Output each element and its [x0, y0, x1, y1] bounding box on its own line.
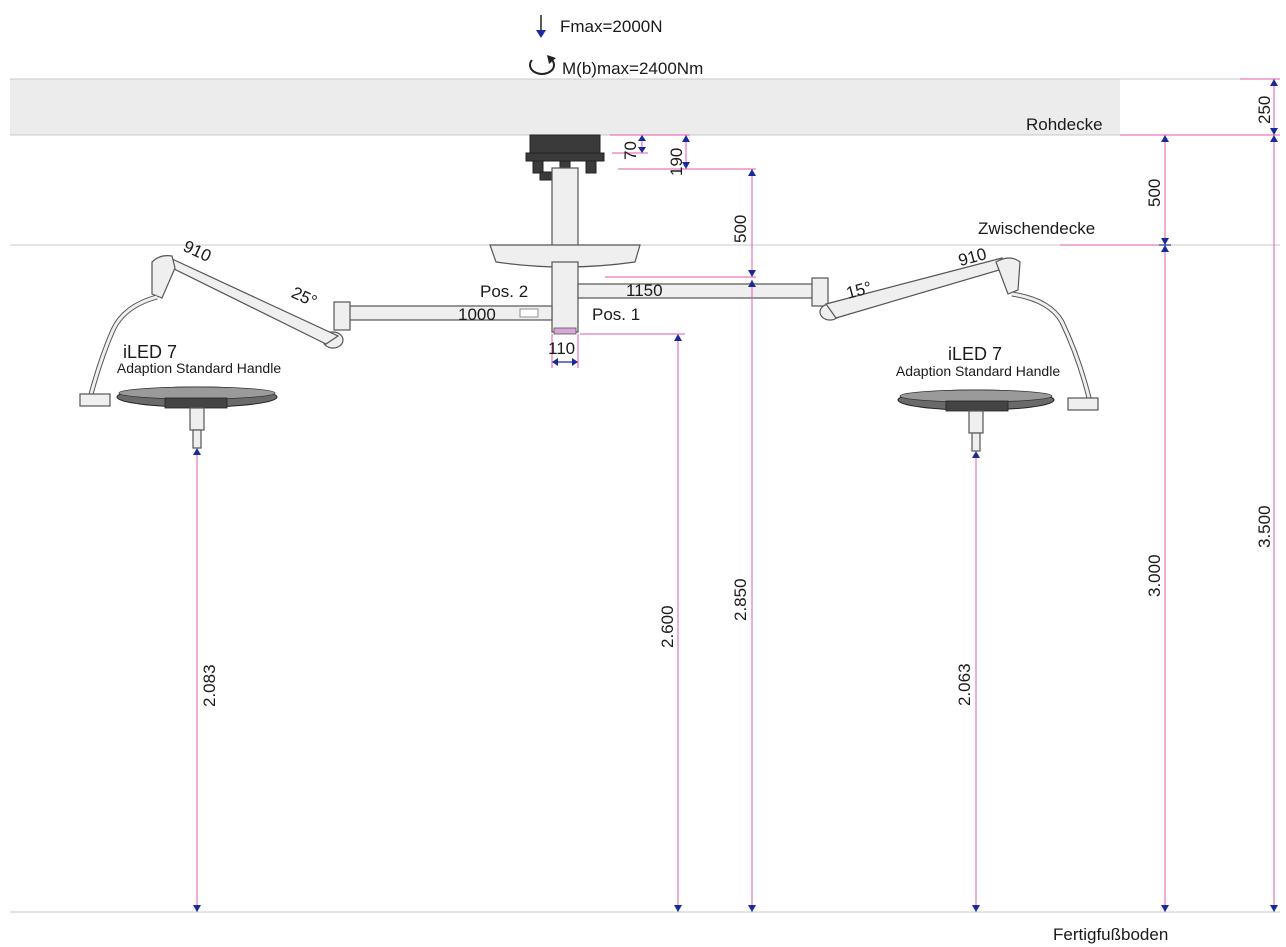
right-light-name: iLED 7 — [948, 344, 1002, 364]
left-light-adaption: Adaption Standard Handle — [117, 360, 281, 376]
plate-height-value: 70 — [621, 141, 640, 160]
central-hub — [551, 261, 579, 333]
right-light-adaption: Adaption Standard Handle — [896, 363, 1060, 379]
false-ceiling-label: Zwischendecke — [978, 219, 1095, 238]
rotation-arrow-head-icon — [547, 55, 556, 64]
right-light-height-value: 2.063 — [955, 663, 974, 706]
arm-height-value: 2.850 — [731, 578, 750, 621]
ceiling-height-value: 3.500 — [1255, 505, 1274, 548]
left-arm-angle: 25° — [289, 283, 320, 311]
left-joint-block — [333, 301, 351, 331]
extension-left-length: 1000 — [458, 305, 496, 324]
ceiling-label: Rohdecke — [1026, 115, 1103, 134]
moment-annotation: M(b)max=2400Nm — [529, 55, 703, 78]
moment-text: M(b)max=2400Nm — [562, 59, 703, 78]
force-annotation: Fmax=2000N — [536, 15, 663, 38]
false-ceiling-gap-value: 500 — [1145, 179, 1164, 207]
dim-slab — [1270, 79, 1278, 135]
dim-tube-diameter — [551, 334, 579, 368]
dim-right-light-height — [972, 451, 980, 912]
dim-ceiling-height — [1270, 135, 1278, 912]
dim-plate — [638, 135, 646, 153]
slab-thickness-value: 250 — [1255, 96, 1274, 124]
floor-label: Fertigfußboden — [1053, 925, 1168, 944]
ceiling-slab — [10, 79, 1120, 135]
fmax-text: Fmax=2000N — [560, 17, 663, 36]
right-spring-arm-head — [995, 257, 1021, 295]
extension-arm-right — [577, 283, 815, 299]
left-arm-length: 910 — [180, 237, 214, 266]
pos1-label: Pos. 1 — [592, 305, 640, 324]
control-badge — [519, 308, 539, 318]
left-yoke-inner — [88, 295, 158, 399]
dim-arm-height — [748, 280, 756, 912]
false-ceiling-height-value: 3.000 — [1145, 554, 1164, 597]
dim-flange — [682, 135, 690, 169]
extension-right-length: 1150 — [626, 281, 663, 300]
tube-diameter-value: 110 — [548, 339, 575, 358]
hub-collar — [553, 327, 577, 335]
pos2-label: Pos. 2 — [480, 282, 528, 301]
left-light-height-value: 2.083 — [200, 664, 219, 707]
rotation-arrow-icon — [529, 59, 555, 75]
down-arrow-head-icon — [536, 30, 546, 38]
right-joint-block — [811, 277, 829, 307]
flange-height-value: 190 — [667, 148, 686, 176]
dim-hub-height — [674, 334, 682, 912]
central-tube — [551, 167, 579, 249]
ceiling-mount — [525, 134, 605, 181]
left-light-name: iLED 7 — [123, 342, 177, 362]
right-light-head — [897, 389, 1099, 452]
dim-tube — [748, 169, 756, 277]
tube-length-value: 500 — [731, 215, 750, 243]
dim-false-ceiling-height — [1161, 245, 1169, 912]
left-spring-arm-head — [151, 255, 176, 299]
right-yoke-inner — [1011, 292, 1092, 403]
dim-left-light-height — [193, 448, 201, 912]
dim-false-ceiling-gap — [1161, 135, 1169, 245]
left-light-head — [79, 386, 278, 449]
hub-height-value: 2.600 — [658, 605, 677, 648]
